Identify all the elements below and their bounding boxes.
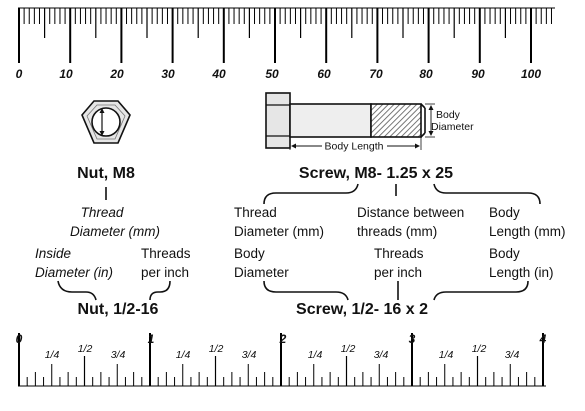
arrow-up-icon bbox=[428, 105, 434, 110]
body-length-label: Body Length bbox=[325, 141, 384, 153]
metric-nut-section: Nut, M8 Thread Diameter (mm) bbox=[70, 165, 160, 239]
fraction-label: 1/4 bbox=[439, 349, 454, 361]
screw-imperial-title: Screw, 1/2- 16 x 2 bbox=[296, 301, 428, 318]
screw-metric-brace-diameter bbox=[263, 183, 359, 205]
inch-ruler-ticks bbox=[18, 333, 544, 386]
screw-imperial-length-label: Body bbox=[489, 246, 520, 261]
fraction-label: 3/4 bbox=[505, 349, 520, 361]
nut-thread-label: Thread bbox=[81, 205, 124, 220]
screw-body-label: Diameter bbox=[234, 265, 289, 280]
fraction-label: 3/4 bbox=[111, 349, 126, 361]
mm-label: 90 bbox=[471, 67, 485, 81]
mm-ruler-labels: 0 10 20 30 40 50 60 70 80 90 100 bbox=[16, 67, 542, 81]
screw-tpi-label: per inch bbox=[374, 265, 422, 280]
fraction-label: 3/4 bbox=[242, 349, 257, 361]
inch-ruler-fraction-labels: 1/4 1/2 3/4 1/4 1/2 3/4 1/4 1/2 3/4 1/4 … bbox=[45, 343, 520, 361]
fraction-label: 1/4 bbox=[176, 349, 191, 361]
nut-inside-label: Inside bbox=[35, 246, 71, 261]
fraction-label: 3/4 bbox=[374, 349, 389, 361]
body-diameter-label: Body bbox=[436, 109, 461, 121]
screw-imperial-brace-body bbox=[263, 280, 349, 301]
imperial-nut-section: Inside Diameter (in) Threads per inch Nu… bbox=[35, 246, 191, 318]
arrow-up-icon bbox=[99, 108, 105, 113]
nut-drawing bbox=[81, 100, 131, 144]
fraction-label: 1/4 bbox=[308, 349, 323, 361]
fraction-label: 1/2 bbox=[472, 343, 487, 355]
nut-hex-chamfer bbox=[86, 104, 126, 140]
mm-label: 50 bbox=[265, 67, 279, 81]
fraction-label: 1/2 bbox=[78, 343, 93, 355]
inch-label: 1 bbox=[148, 332, 155, 346]
screw-imperial-length-label: Length (in) bbox=[489, 265, 554, 280]
nut-inside-label: Diameter (in) bbox=[35, 265, 113, 280]
arrow-down-icon bbox=[99, 131, 105, 136]
mm-label: 100 bbox=[521, 67, 541, 81]
screw-tpi-label: Threads bbox=[374, 246, 424, 261]
arrow-down-icon bbox=[428, 131, 434, 136]
fraction-label: 1/2 bbox=[209, 343, 224, 355]
screw-threads bbox=[370, 103, 422, 138]
fraction-label: 1/2 bbox=[341, 343, 356, 355]
inch-ruler-whole-labels: 0 1 2 3 4 bbox=[16, 332, 547, 346]
mm-label: 80 bbox=[419, 67, 433, 81]
screw-imperial-brace-length bbox=[433, 280, 529, 301]
nut-thread-label: Diameter (mm) bbox=[70, 224, 160, 239]
screw-body-label: Body bbox=[234, 246, 265, 261]
body-diameter-label: Diameter bbox=[431, 121, 474, 133]
imperial-screw-section: Body Diameter Threads per inch Body Leng… bbox=[234, 246, 554, 318]
screw-head bbox=[265, 92, 291, 149]
inch-label: 4 bbox=[539, 332, 547, 346]
nut-threads-label: per inch bbox=[141, 265, 189, 280]
screw-shank bbox=[289, 103, 372, 138]
inch-label: 2 bbox=[279, 332, 287, 346]
nut-imperial-brace-inside bbox=[57, 280, 97, 301]
nut-imperial-brace-threads bbox=[149, 280, 171, 301]
nut-imperial-title: Nut, 1/2-16 bbox=[78, 301, 159, 318]
screw-metric-brace-length bbox=[433, 183, 541, 205]
mm-ruler-ticks bbox=[18, 8, 552, 63]
mm-label: 30 bbox=[161, 67, 175, 81]
screw-length-label: Body bbox=[489, 205, 520, 220]
nut-bore bbox=[91, 107, 121, 137]
screw-tip-chamfer bbox=[420, 103, 426, 109]
fraction-label: 1/4 bbox=[45, 349, 60, 361]
mm-label: 60 bbox=[317, 67, 331, 81]
arrow-right-icon bbox=[415, 143, 420, 149]
inch-label: 3 bbox=[409, 332, 416, 346]
mm-label: 70 bbox=[369, 67, 383, 81]
screw-metric-title: Screw, M8- 1.25 x 25 bbox=[299, 165, 453, 182]
screw-distance-label: Distance between bbox=[357, 205, 464, 220]
inch-label: 0 bbox=[16, 332, 23, 346]
arrow-left-icon bbox=[291, 143, 296, 149]
mm-label: 10 bbox=[59, 67, 73, 81]
mm-label: 20 bbox=[109, 67, 124, 81]
metric-screw-section: Screw, M8- 1.25 x 25 Thread Diameter (mm… bbox=[234, 165, 566, 239]
inch-ruler: 0 1 2 3 4 1/4 1/2 3/4 1/4 1/2 3/4 1/4 1/… bbox=[16, 332, 547, 387]
screw-tip-chamfer bbox=[420, 132, 426, 138]
screw-distance-label: threads (mm) bbox=[357, 224, 437, 239]
nut-threads-label: Threads bbox=[141, 246, 191, 261]
screw-length-label: Length (mm) bbox=[489, 224, 566, 239]
screw-thread-label: Diameter (mm) bbox=[234, 224, 324, 239]
mm-label: 40 bbox=[211, 67, 226, 81]
mm-ruler: 0 10 20 30 40 50 60 70 80 90 100 bbox=[16, 7, 555, 81]
nut-metric-title: Nut, M8 bbox=[77, 165, 135, 182]
screw-thread-label: Thread bbox=[234, 205, 277, 220]
mm-label: 0 bbox=[16, 67, 23, 81]
screw-drawing: Body Length Body Diameter bbox=[265, 92, 474, 153]
